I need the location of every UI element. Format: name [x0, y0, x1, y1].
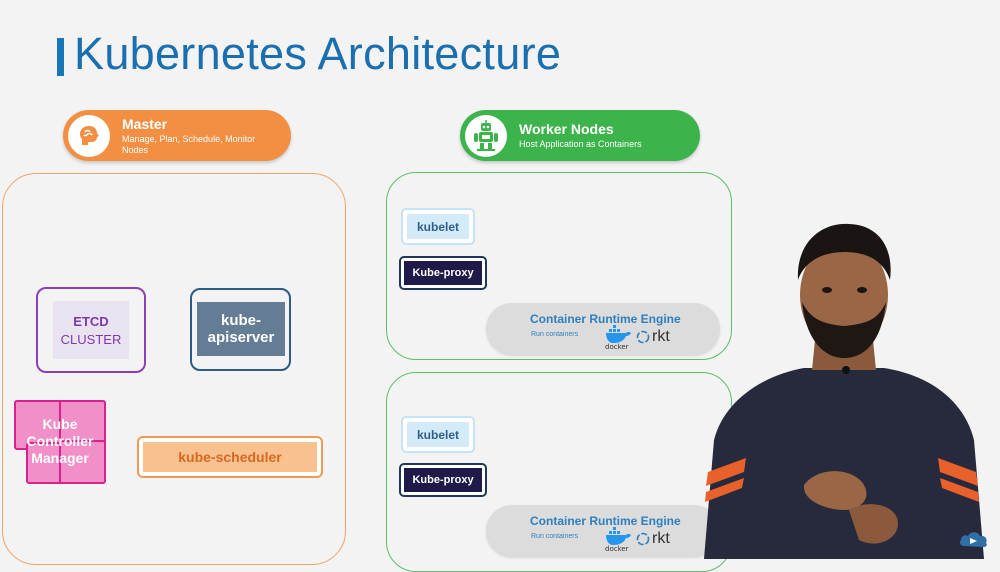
worker-header: Worker Nodes Host Application as Contain… — [460, 110, 700, 161]
title-accent-bar — [57, 38, 64, 76]
container-runtime-title: Container Runtime Engine — [530, 312, 681, 326]
kubelet-label: kubelet — [416, 427, 459, 442]
kube-proxy-box: Kube-proxy — [399, 256, 487, 290]
worker-node-panel — [386, 172, 732, 360]
container-runtime-box: Container Runtime Engine Run containers … — [486, 505, 720, 557]
kube-scheduler-box: kube-scheduler — [137, 436, 323, 478]
kube-apiserver-box: kube- apiserver — [190, 288, 291, 371]
rkt-label: rkt — [652, 530, 670, 547]
rkt-logo-icon: rkt — [636, 529, 670, 549]
kube-proxy-label: Kube-proxy — [412, 267, 474, 279]
brain-icon — [68, 114, 110, 157]
kube-proxy-box: Kube-proxy — [399, 463, 487, 497]
docker-text: docker — [605, 343, 629, 350]
container-runtime-box: Container Runtime Engine Run containers … — [486, 303, 720, 355]
etcd-cluster-box: ETCD CLUSTER — [36, 287, 146, 373]
controller-manager-box — [14, 400, 106, 484]
rkt-label: rkt — [652, 328, 670, 345]
docker-logo-icon: docker — [604, 526, 632, 553]
controller-manager-label: Kube Controller Manager — [26, 416, 94, 466]
kubelet-box: kubelet — [401, 416, 475, 453]
robot-icon — [465, 114, 507, 157]
docker-text: docker — [605, 545, 629, 552]
container-runtime-subtitle: Run containers — [531, 331, 579, 338]
kubelet-box: kubelet — [401, 208, 475, 245]
page-title: Kubernetes Architecture — [74, 28, 562, 79]
docker-logo-icon: docker — [604, 324, 632, 351]
presenter-video — [684, 210, 1000, 559]
container-runtime-subtitle: Run containers — [531, 533, 579, 540]
rkt-logo-icon: rkt — [636, 327, 670, 347]
container-runtime-title: Container Runtime Engine — [530, 514, 681, 528]
etcd-subtitle: CLUSTER — [60, 331, 122, 347]
kube-scheduler-label: kube-scheduler — [178, 449, 282, 465]
kube-apiserver-label: kube- apiserver — [207, 312, 275, 346]
kubelet-label: kubelet — [416, 219, 459, 234]
master-subtitle: Manage, Plan, Schedule, Monitor Nodes — [122, 133, 256, 155]
etcd-title: ETCD — [73, 313, 109, 329]
master-header: Master Manage, Plan, Schedule, Monitor N… — [63, 110, 291, 161]
kube-proxy-label: Kube-proxy — [412, 474, 474, 486]
master-title: Master — [122, 115, 168, 132]
worker-title: Worker Nodes — [519, 121, 614, 137]
worker-subtitle: Host Application as Containers — [519, 139, 642, 149]
kodekloud-logo-icon — [958, 528, 990, 554]
